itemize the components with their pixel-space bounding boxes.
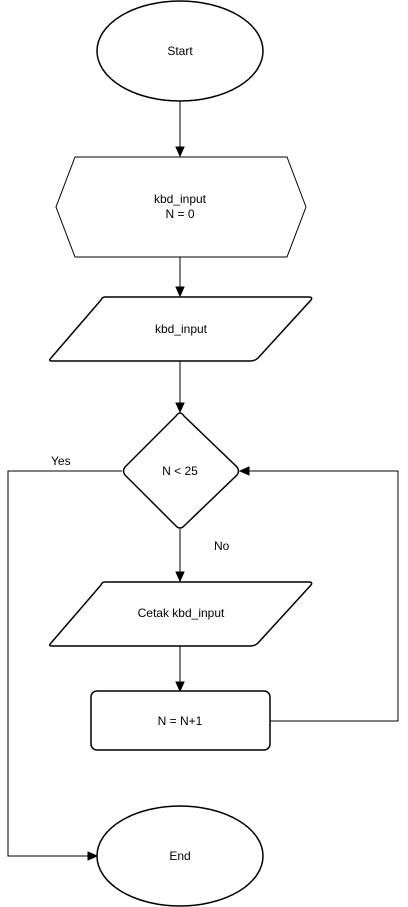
end-terminal-shape bbox=[96, 805, 264, 907]
input-node: kbd_input bbox=[48, 296, 313, 362]
output-label: Cetak kbd_input bbox=[138, 606, 225, 620]
yes-branch-label: Yes bbox=[51, 454, 71, 468]
init-node: kbd_input N = 0 bbox=[55, 156, 307, 258]
start-label: Start bbox=[167, 44, 193, 58]
edge-init-to-input-arrowhead bbox=[175, 286, 185, 298]
output-node: Cetak kbd_input bbox=[48, 581, 313, 647]
start-terminal-shape bbox=[96, 0, 264, 102]
edge-input-to-decision-arrowhead bbox=[175, 402, 185, 414]
edge-decision-to-end-arrowhead bbox=[87, 851, 99, 861]
input-label: kbd_input bbox=[155, 322, 208, 336]
decision-label: N < 25 bbox=[162, 464, 198, 478]
increment-process-shape bbox=[90, 690, 271, 751]
init-preparation-shape bbox=[55, 156, 307, 258]
input-parallelogram-shape bbox=[48, 296, 313, 362]
edge-start-to-init-arrowhead bbox=[175, 146, 185, 158]
end-node: End bbox=[96, 805, 264, 907]
increment-label: N = N+1 bbox=[158, 714, 203, 728]
decision-diamond-shape bbox=[122, 412, 240, 529]
edge-output-to-increment-arrowhead bbox=[175, 681, 185, 693]
increment-node: N = N+1 bbox=[90, 690, 271, 751]
output-parallelogram-shape bbox=[48, 581, 313, 647]
start-node: Start bbox=[96, 0, 264, 102]
edge-increment-loopback-arrowhead bbox=[238, 466, 250, 476]
connectors bbox=[7, 101, 399, 861]
init-label-line-2: N = 0 bbox=[165, 207, 194, 221]
no-branch-label: No bbox=[214, 539, 230, 553]
edge-decision-to-end-yes bbox=[7, 470, 122, 857]
end-label: End bbox=[169, 849, 190, 863]
edge-increment-loopback bbox=[248, 470, 399, 722]
init-label-line-1: kbd_input bbox=[154, 192, 207, 206]
decision-node: N < 25 bbox=[122, 412, 240, 529]
edge-decision-to-output-arrowhead bbox=[175, 571, 185, 583]
